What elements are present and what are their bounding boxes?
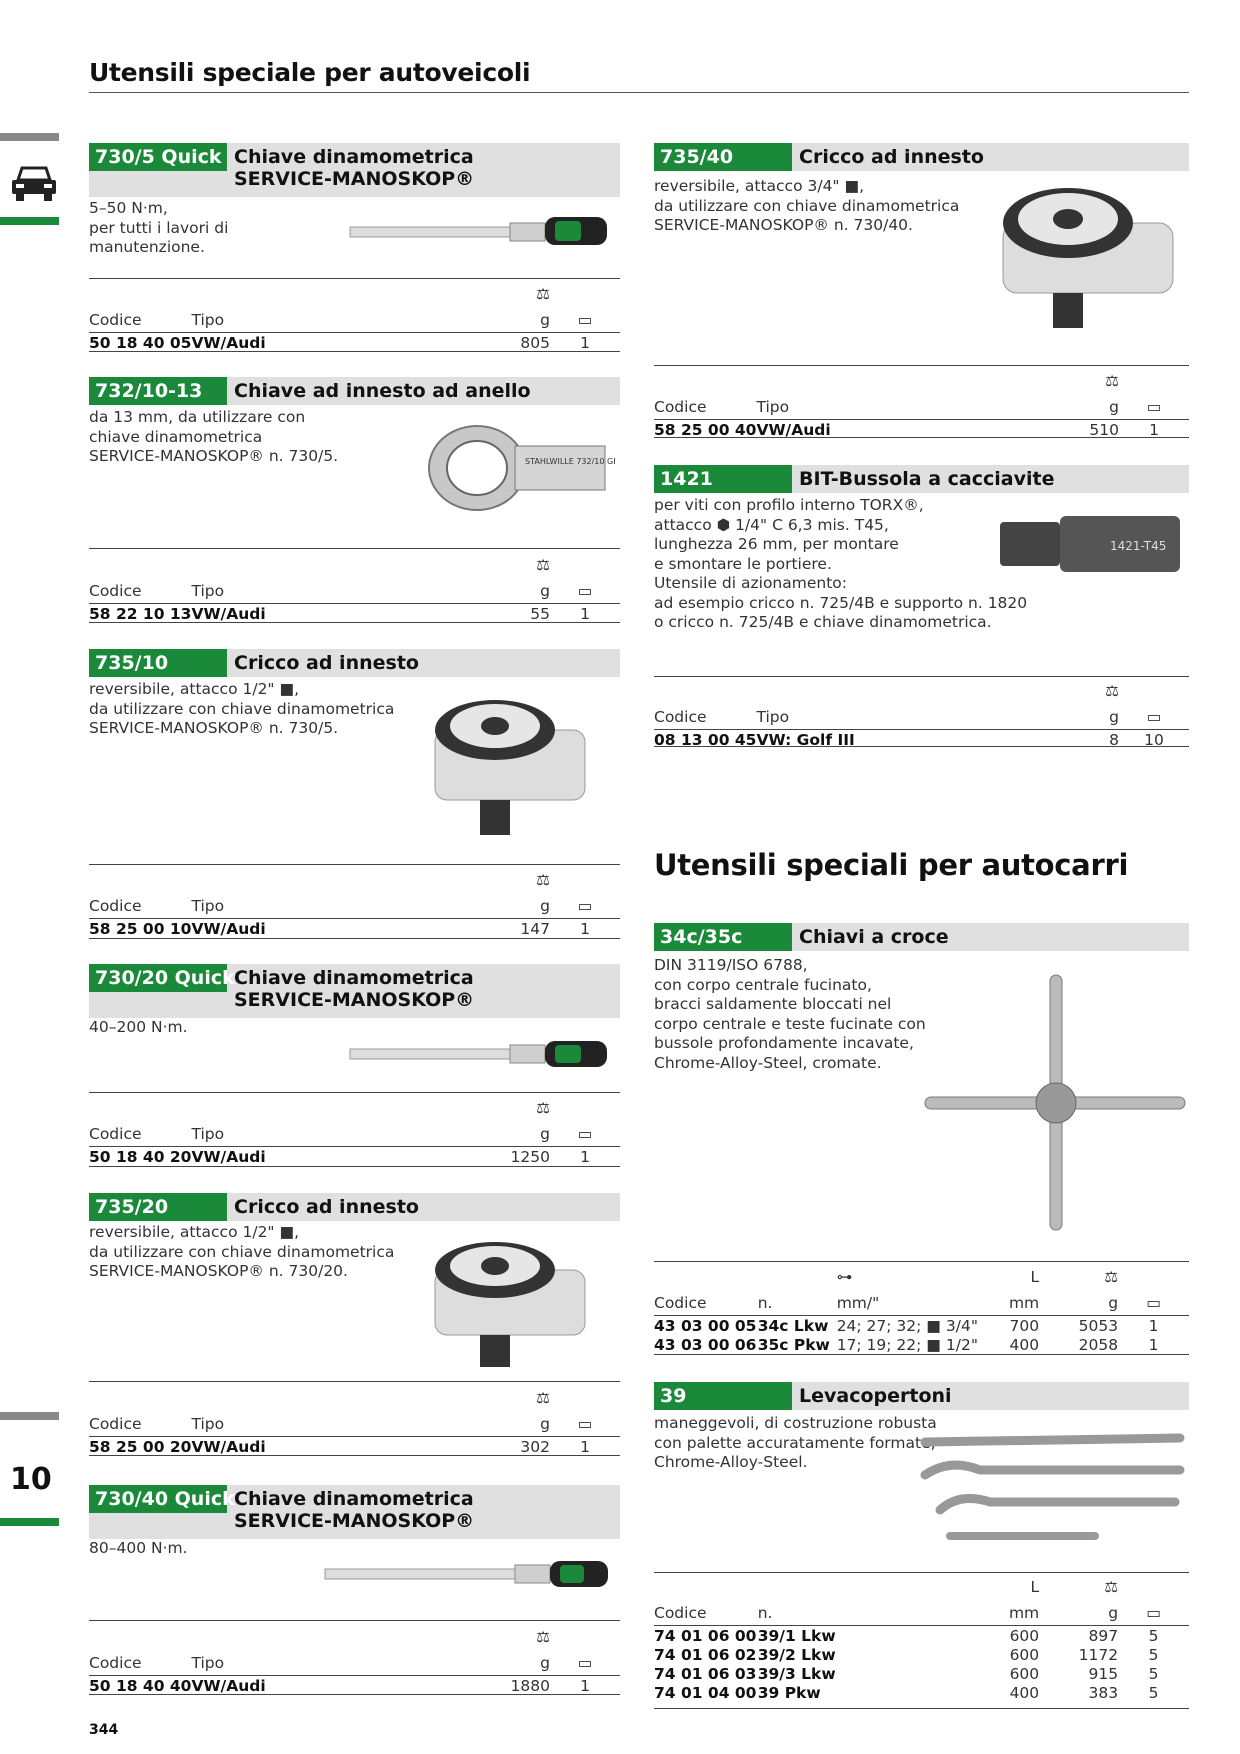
scale-icon: ⚖ bbox=[1105, 372, 1119, 390]
section-header-732-10-13: 732/10-13 Chiave ad innesto ad anello bbox=[89, 377, 620, 405]
scale-icon: ⚖ bbox=[536, 1099, 550, 1117]
package-icon: ▭ bbox=[1146, 1294, 1161, 1312]
svg-text:STAHLWILLE 732/10 GERMANY: STAHLWILLE 732/10 GERMANY bbox=[525, 457, 615, 466]
section-description: 80–400 N·m. bbox=[89, 1539, 188, 1557]
section-header-1421: 1421 BIT-Bussola a cacciavite bbox=[654, 465, 1189, 493]
package-icon: ▭ bbox=[1146, 708, 1162, 726]
svg-text:1421-T45: 1421-T45 bbox=[1110, 539, 1166, 553]
torx-bit-socket-image: 1421-T45 bbox=[1000, 516, 1180, 572]
scale-icon: ⚖ bbox=[1104, 1268, 1119, 1286]
chapter-number: 10 bbox=[10, 1462, 52, 1497]
car-icon bbox=[10, 162, 58, 208]
section-code: 730/5 Quick bbox=[89, 143, 227, 171]
section-description: per viti con profilo interno TORX®,attac… bbox=[654, 496, 1028, 631]
scale-icon: ⚖ bbox=[536, 1628, 550, 1646]
side-tab-green-bottom bbox=[0, 1518, 59, 1526]
side-tab-bottom bbox=[0, 1412, 59, 1420]
package-icon: ▭ bbox=[577, 1654, 593, 1672]
torque-wrench-image bbox=[349, 217, 607, 245]
scale-icon: ⚖ bbox=[536, 871, 550, 889]
scale-icon: ⚖ bbox=[536, 285, 550, 303]
section-description: reversibile, attacco 3/4" ■,da utilizzar… bbox=[654, 177, 960, 234]
side-tab-top bbox=[0, 133, 59, 141]
section-header-735-40: 735/40 Cricco ad innesto bbox=[654, 143, 1189, 171]
page-number: 344 bbox=[89, 1722, 119, 1738]
scale-icon: ⚖ bbox=[536, 1389, 550, 1407]
torque-wrench-image bbox=[324, 1561, 608, 1587]
section-description: DIN 3119/ISO 6788,con corpo centrale fuc… bbox=[654, 956, 926, 1072]
ratchet-insert-image bbox=[1002, 188, 1174, 328]
ratchet-insert-image bbox=[434, 1242, 586, 1367]
package-icon: ▭ bbox=[577, 1415, 593, 1433]
package-icon: ▭ bbox=[1146, 398, 1162, 416]
scale-icon: ⚖ bbox=[536, 556, 550, 574]
tire-levers-image bbox=[920, 1433, 1185, 1540]
title-divider bbox=[89, 92, 1189, 93]
package-icon: ▭ bbox=[577, 582, 593, 600]
package-icon: ▭ bbox=[577, 1125, 593, 1143]
section-description: 40–200 N·m. bbox=[89, 1018, 188, 1036]
package-icon: ▭ bbox=[577, 311, 593, 329]
section-header-735-20: 735/20 Cricco ad innesto bbox=[89, 1193, 620, 1221]
section-description: reversibile, attacco 1/2" ■,da utilizzar… bbox=[89, 680, 395, 737]
ring-wrench-insert-image: STAHLWILLE 732/10 GERMANY bbox=[428, 425, 615, 511]
cross-wrench-image bbox=[924, 974, 1186, 1231]
section-description: reversibile, attacco 1/2" ■,da utilizzar… bbox=[89, 1223, 395, 1280]
side-tab-green-top bbox=[0, 217, 59, 225]
package-icon: ▭ bbox=[1146, 1604, 1161, 1622]
page-title: Utensili speciale per autoveicoli bbox=[89, 58, 531, 87]
section-header-34c-35c: 34c/35c Chiavi a croce bbox=[654, 923, 1189, 951]
wrench-icon: ⊶ bbox=[836, 1268, 853, 1286]
scale-icon: ⚖ bbox=[1105, 682, 1119, 700]
scale-icon: ⚖ bbox=[1104, 1578, 1119, 1596]
ratchet-insert-image bbox=[434, 700, 586, 835]
section-header-39: 39 Levacopertoni bbox=[654, 1382, 1189, 1410]
truck-section-title: Utensili speciali per autocarri bbox=[654, 848, 1129, 882]
torque-wrench-image bbox=[349, 1041, 607, 1067]
package-icon: ▭ bbox=[577, 897, 593, 915]
section-header-735-10: 735/10 Cricco ad innesto bbox=[89, 649, 620, 677]
